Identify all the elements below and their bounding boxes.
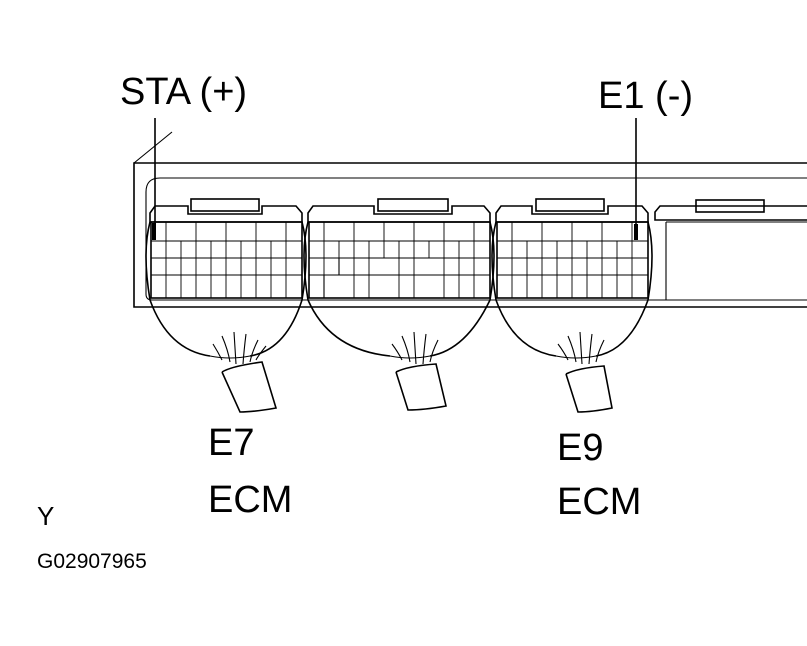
sta-plus-label: STA (+)	[120, 71, 248, 113]
connector-e9	[491, 198, 653, 413]
e1-minus-label: E1 (-)	[598, 75, 693, 117]
connector-socket-right	[654, 199, 807, 300]
connector-e7	[145, 198, 307, 413]
connector-e9-label: E9	[557, 427, 604, 469]
connector-middle	[303, 198, 495, 411]
figure-code-label: G02907965	[37, 550, 147, 573]
ecm-right-label: ECM	[557, 481, 642, 523]
corner-y-label: Y	[37, 501, 55, 531]
leader-lines	[154, 118, 637, 238]
ecm-left-label: ECM	[208, 479, 293, 521]
connector-e7-label: E7	[208, 422, 255, 464]
